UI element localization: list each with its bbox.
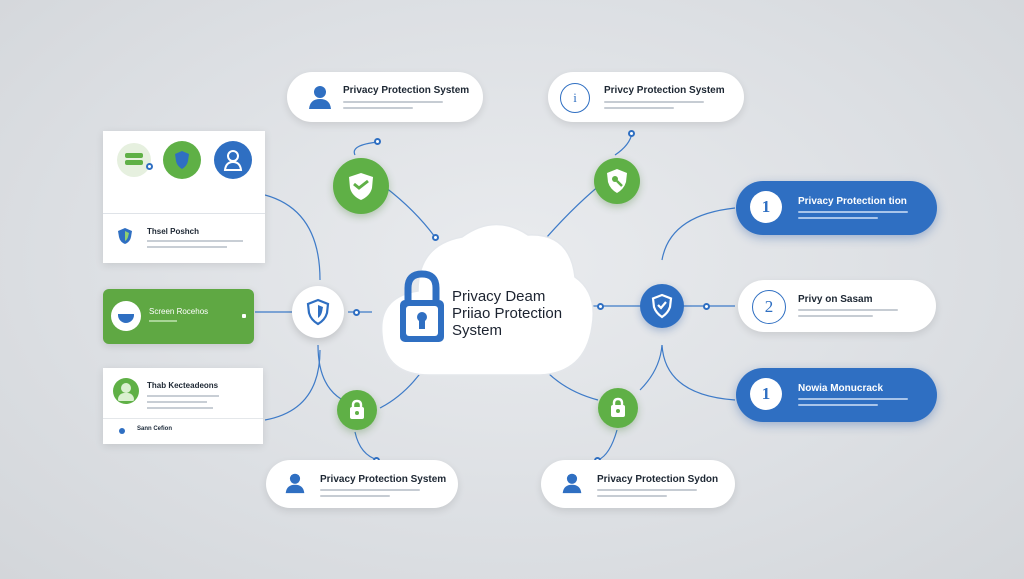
center-title: Privacy Deam Priiao Protection System — [452, 288, 562, 339]
text-placeholder-line — [798, 211, 908, 213]
user-icon — [562, 473, 582, 494]
bottom-right-pill[interactable]: Privacy Protection Sydon — [541, 460, 735, 508]
text-placeholder-line — [147, 407, 213, 409]
shield-handshake-icon — [349, 173, 373, 200]
text-placeholder-line — [798, 217, 878, 219]
shield-badge-icon — [111, 301, 141, 331]
text-placeholder-line — [798, 309, 898, 311]
right-pill-3[interactable]: 1 Nowia Monucrack — [736, 368, 937, 422]
node-top-right-shield[interactable] — [594, 158, 640, 204]
shield-key-icon — [607, 169, 627, 193]
node-bottom-left-lock[interactable] — [337, 390, 377, 430]
text-placeholder-line — [343, 107, 413, 109]
divider — [103, 418, 263, 419]
text-placeholder-line — [343, 101, 443, 103]
lock-icon — [611, 397, 625, 417]
text-placeholder-line — [597, 489, 697, 491]
shield-icon — [118, 228, 132, 244]
center-title-line3: System — [452, 322, 503, 339]
info-badge-icon: i — [560, 83, 590, 113]
step-number-badge: 2 — [752, 290, 786, 324]
shield-icon — [306, 298, 330, 326]
user-circle-icon — [214, 141, 252, 179]
shield-icon — [651, 293, 673, 319]
card-title: Screen Rocehos — [149, 307, 209, 316]
pill-title: Privy on Sasam — [798, 294, 873, 305]
card-footer-text: Sann Cefion — [137, 426, 173, 432]
pill-title: Nowia Monucrack — [798, 383, 884, 394]
step-number-badge: 1 — [750, 378, 782, 410]
padlock-icon — [400, 270, 444, 342]
right-pill-1[interactable]: 1 Privacy Protection tion — [736, 181, 937, 235]
shield-check-icon — [163, 141, 201, 179]
node-left-shield[interactable] — [292, 286, 344, 338]
pill-title: Privacy Protection tion — [798, 196, 907, 207]
database-icon — [117, 143, 153, 177]
card-title: Thab Kecteadeons — [147, 381, 219, 390]
text-placeholder-line — [597, 495, 667, 497]
text-placeholder-line — [147, 240, 243, 242]
text-placeholder-line — [147, 401, 207, 403]
top-right-pill[interactable]: i Privcy Protection System — [548, 72, 744, 122]
connector-dot — [597, 303, 604, 310]
top-left-pill[interactable]: Privacy Protection System — [287, 72, 483, 122]
status-indicator — [242, 314, 246, 318]
pill-title: Privacy Protection System — [343, 85, 470, 96]
center-title-line2: Priiao Protection — [452, 305, 563, 322]
step-number-badge: 1 — [750, 191, 782, 223]
text-placeholder-line — [604, 101, 704, 103]
node-right-shield[interactable] — [640, 284, 684, 328]
connector-dot — [432, 234, 439, 241]
bullet-dot — [119, 428, 125, 434]
connector-dot — [628, 130, 635, 137]
divider — [103, 213, 265, 214]
bottom-left-pill[interactable]: Privacy Protection System — [266, 460, 458, 508]
connector-dot — [374, 138, 381, 145]
user-badge-icon — [113, 378, 139, 404]
connector-dot — [703, 303, 710, 310]
pill-title: Privacy Protection Sydon — [597, 474, 719, 485]
text-placeholder-line — [320, 489, 420, 491]
card-green[interactable]: Screen Rocehos — [103, 289, 254, 344]
pill-title: Privacy Protection System — [320, 474, 447, 485]
node-handshake-shield[interactable] — [333, 158, 389, 214]
connector-dot — [353, 309, 360, 316]
text-placeholder-line — [147, 246, 227, 248]
card-title: Thsel Poshch — [147, 227, 200, 236]
text-placeholder-line — [147, 395, 219, 397]
user-icon — [285, 473, 305, 494]
user-icon — [309, 86, 331, 109]
text-placeholder-line — [798, 404, 878, 406]
right-pill-2[interactable]: 2 Privy on Sasam — [738, 280, 936, 332]
text-placeholder-line — [149, 320, 177, 322]
card-top-left[interactable]: Thsel Poshch — [103, 131, 265, 263]
text-placeholder-line — [798, 398, 908, 400]
text-placeholder-line — [320, 495, 390, 497]
text-placeholder-line — [604, 107, 674, 109]
center-title-line1: Privacy Deam — [452, 288, 546, 305]
pill-title: Privcy Protection System — [604, 85, 725, 96]
lock-icon — [350, 399, 364, 419]
card-bottom-left[interactable]: Thab Kecteadeons Sann Cefion — [103, 368, 263, 444]
text-placeholder-line — [798, 315, 873, 317]
node-bottom-right-lock[interactable] — [598, 388, 638, 428]
